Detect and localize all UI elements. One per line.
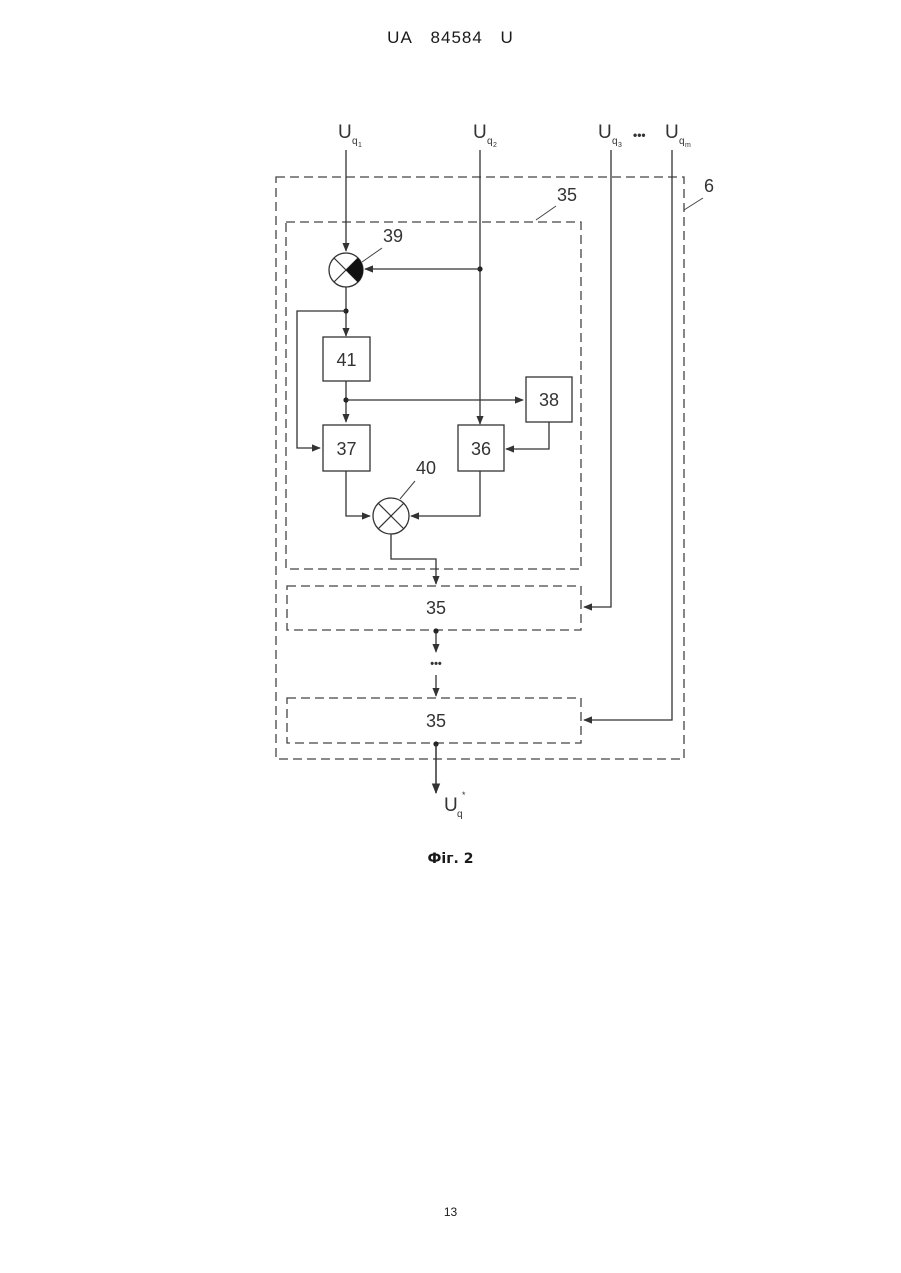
figure-caption: Фіг. 2 <box>0 851 901 867</box>
svg-text:3: 3 <box>618 142 622 149</box>
svg-text:q: q <box>487 136 493 147</box>
svg-text:q: q <box>679 136 685 147</box>
output-label: U q * <box>444 790 466 820</box>
page-number: 13 <box>0 1205 901 1219</box>
wire-uqm <box>584 150 672 720</box>
svg-text:*: * <box>462 790 466 800</box>
block-35-second-label: 35 <box>426 598 446 618</box>
svg-text:1: 1 <box>358 142 362 149</box>
svg-text:U: U <box>473 122 487 143</box>
svg-text:U: U <box>338 122 352 143</box>
svg-text:m: m <box>685 142 691 149</box>
block-38-label: 38 <box>539 390 559 410</box>
block-37-label: 37 <box>336 439 356 459</box>
input-label-uq2: U q 2 <box>473 122 497 149</box>
svg-text:U: U <box>665 122 679 143</box>
svg-text:q: q <box>457 809 463 820</box>
adder-39 <box>329 253 363 287</box>
svg-text:U: U <box>444 795 458 816</box>
wire-37-to-40 <box>346 471 370 516</box>
wire-38-to-36 <box>506 422 549 449</box>
inner-block-label: 35 <box>557 185 577 205</box>
input-label-uqm: U q m <box>665 122 691 149</box>
block-41-label: 41 <box>336 350 356 370</box>
inputs-ellipsis: ••• <box>633 128 646 142</box>
outer-block-label: 6 <box>704 176 714 196</box>
input-label-uq3: U q 3 <box>598 122 622 149</box>
svg-text:q: q <box>612 136 618 147</box>
adder-40 <box>373 498 409 534</box>
input-label-uq1: U q 1 <box>338 122 362 149</box>
svg-text:q: q <box>352 136 358 147</box>
adder-39-leader <box>362 248 382 262</box>
block-36-label: 36 <box>471 439 491 459</box>
adder-39-label: 39 <box>383 226 403 246</box>
wire-40-out <box>391 534 436 584</box>
between-ellipsis: ••• <box>430 658 442 670</box>
wire-uq3 <box>584 150 611 607</box>
outer-block-leader <box>684 198 703 210</box>
svg-text:U: U <box>598 122 612 143</box>
block-35-last-label: 35 <box>426 711 446 731</box>
svg-text:2: 2 <box>493 142 497 149</box>
inner-block-leader <box>536 206 556 220</box>
adder-40-leader <box>400 481 415 499</box>
adder-40-label: 40 <box>416 458 436 478</box>
